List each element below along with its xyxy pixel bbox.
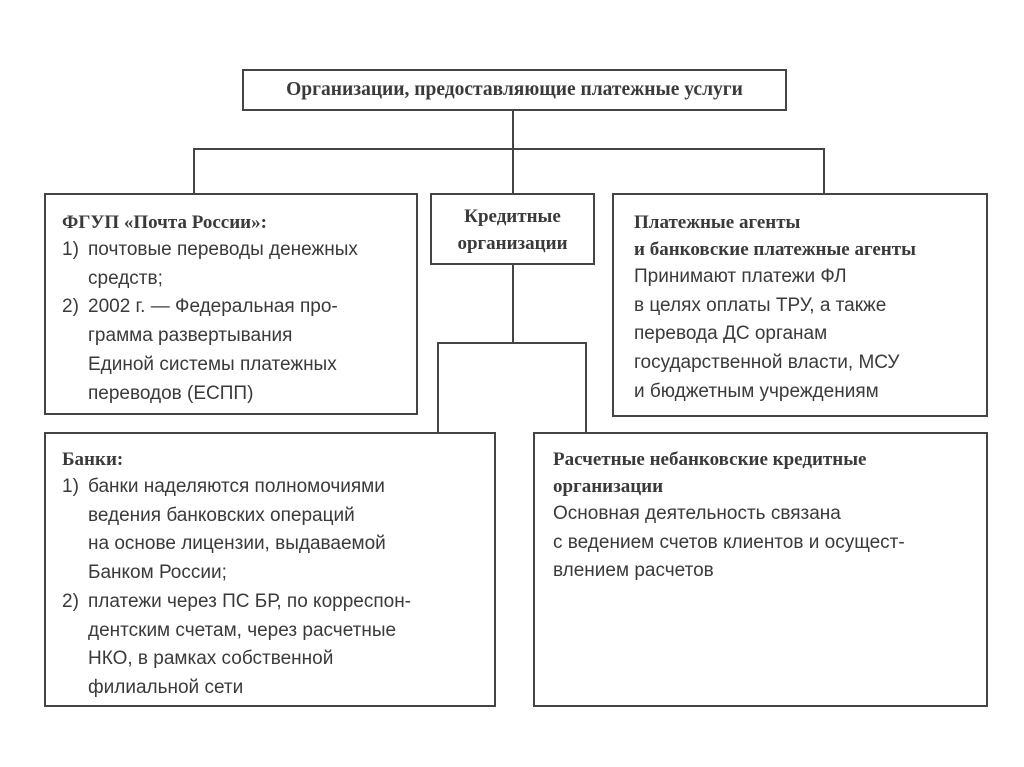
postal-item-2: 2) 2002 г. — Федеральная про- грамма раз… [62,293,416,408]
agents-body-line: перевода ДС органам [634,323,828,345]
banks-item-1: 1) банки наделяются полномочиями ведения… [62,473,494,588]
banks-item-2-line: дентским счетам, через расчетные [88,619,397,641]
banks-item-1-line: банки наделяются полномочиями [88,476,385,497]
banks-item-2: 2) платежи через ПС БР, по корреспон- де… [62,588,494,703]
agents-body-line: в целях оплаты ТРУ, а также [634,294,887,316]
agents-body: Принимают платежи ФЛ в целях оплаты ТРУ,… [634,263,986,407]
banks-list: 1) банки наделяются полномочиями ведения… [62,473,494,703]
connector-nko-drop [585,342,587,434]
banks-item-2-line: платежи через ПС БР, по корреспон- [88,590,412,612]
banks-item-1-line: Банком России; [88,562,227,584]
postal-item-1-number: 1) [62,239,79,260]
nko-body-line: с ведением счетов клиентов и осущест- [553,531,905,553]
postal-item-2-number: 2) [62,296,79,318]
banks-item-1-line: ведения банковских операций [88,504,355,526]
credit-box: Кредитные организации [430,193,595,265]
connector-top-horizontal [193,148,825,150]
nko-box: Расчетные небанковские кредитные организ… [533,432,988,707]
nko-body-line: влением расчетов [553,560,714,582]
postal-list: 1) почтовые переводы денежных средств; 2… [62,236,416,408]
postal-item-2-line: Единой системы платежных [88,353,337,375]
connector-credit-down [512,264,514,344]
banks-item-2-line: филиальной сети [88,676,244,698]
postal-item-1: 1) почтовые переводы денежных средств; [62,236,416,293]
banks-heading: Банки: [62,449,124,470]
nko-body: Основная деятельность связана с ведением… [553,500,986,586]
nko-body-line: Основная деятельность связана [553,503,841,524]
connector-banks-drop [437,342,439,434]
agents-body-line: Принимают платежи ФЛ [634,266,847,287]
connector-left-drop [193,148,195,194]
agents-body-line: и бюджетным учреждениям [634,380,879,402]
root-box: Организации, предоставляющие платежные у… [242,69,787,111]
postal-heading: ФГУП «Почта России»: [62,212,267,233]
banks-item-1-number: 1) [62,476,79,497]
postal-box: ФГУП «Почта России»: 1) почтовые перевод… [44,193,418,415]
connector-right-drop [823,148,825,194]
connector-root-down [512,110,514,149]
nko-heading-line: организации [553,476,664,497]
connector-center-drop [512,148,514,194]
agents-box: Платежные агенты и банковские платежные … [612,193,988,417]
agents-heading-line: и банковские платежные агенты [634,239,916,260]
agents-heading-line: Платежные агенты [634,212,801,233]
nko-heading-line: Расчетные небанковские кредитные [553,449,867,470]
postal-item-2-line: 2002 г. — Федеральная про- [88,296,338,318]
banks-item-2-number: 2) [62,590,79,612]
banks-item-1-line: на основе лицензии, выдаваемой [88,533,386,555]
postal-item-1-line: средств; [88,267,163,289]
postal-item-2-line: переводов (ЕСПП) [88,382,254,404]
credit-title-line: Кредитные [464,206,561,227]
postal-item-1-line: почтовые переводы денежных [88,239,358,260]
connector-lower-horizontal [437,342,587,344]
postal-item-2-line: грамма развертывания [88,325,293,347]
credit-title-line: организации [457,233,568,254]
root-title: Организации, предоставляющие платежные у… [286,79,743,100]
banks-item-2-line: НКО, в рамках собственной [88,648,334,670]
banks-box: Банки: 1) банки наделяются полномочиями … [44,432,496,707]
agents-body-line: государственной власти, МСУ [634,352,900,374]
